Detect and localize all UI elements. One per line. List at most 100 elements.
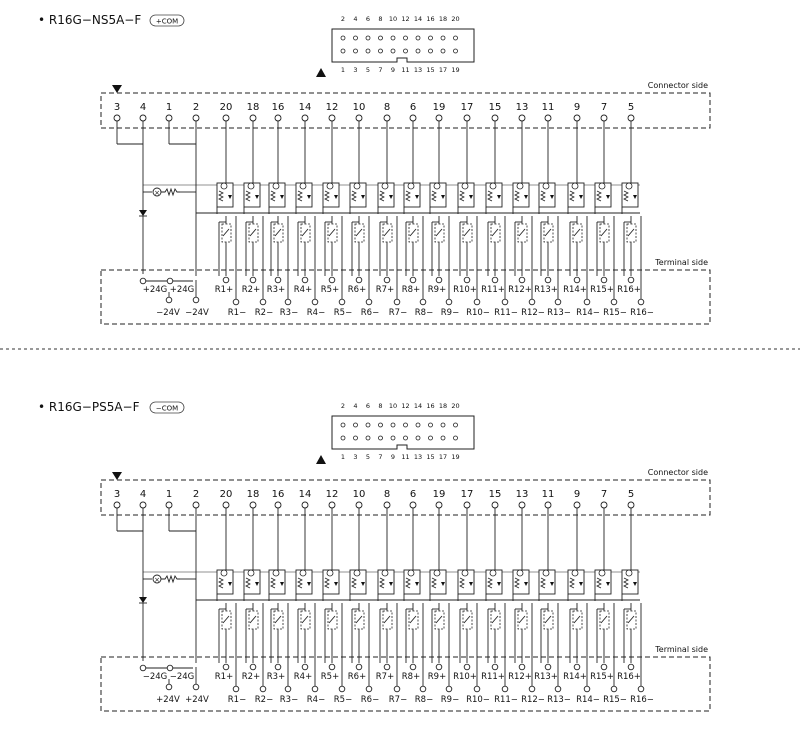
relay-plus-terminal [383,663,391,671]
relay-contact-icon [274,615,282,624]
coil-winding-icon [405,577,411,589]
relay-minus-terminal [554,298,562,306]
pin-label: 11 [542,489,555,500]
relay-minus-terminal [610,298,618,306]
relay-contact-icon [627,228,635,237]
relay-plus-terminal [518,276,526,284]
relay-led-icon [353,182,361,190]
relay-contact-icon [600,228,608,237]
connector-bottom-pin-number: 5 [366,66,370,74]
relay-plus-label: R15+ [590,672,614,682]
connector-side-box [100,479,711,516]
relay-channel: R9+R9− [428,508,459,705]
relay-led-icon [542,569,550,577]
relay-diode-icon [389,582,393,586]
power-terminal-label: +24G [170,285,195,295]
pin-label: 9 [574,102,580,113]
relay-minus-terminal [501,298,509,306]
relay-led-icon [489,569,497,577]
connector-top-pin-number: 2 [341,402,345,410]
pin-label: 18 [247,102,260,113]
coil-winding-icon [405,190,411,202]
relay-contact-icon [518,228,526,237]
relay-minus-label: R5− [334,695,352,705]
relay-diode-icon [524,195,528,199]
connector-terminal [600,501,608,509]
pin-label: 8 [384,489,390,500]
connector-pin [365,48,371,54]
coil-winding-icon [351,190,357,202]
relay-channel: R5+R5− [321,121,352,318]
connector-terminal [435,114,443,122]
connector-terminal [573,114,581,122]
diode-icon [139,210,147,216]
relay-led-icon [571,569,579,577]
relay-channel: R2+R2− [242,508,273,705]
relay-contact-icon [383,615,391,624]
relay-contact-icon [383,228,391,237]
coil-winding-icon [218,577,224,589]
relay-plus-label: R5+ [321,672,339,682]
relay-minus-label: R4− [307,308,325,318]
relay-plus-label: R8+ [402,285,420,295]
power-terminal [139,277,147,285]
pin1-marker-icon [316,455,326,464]
terminal-side-box [100,269,711,325]
relay-contact-box [273,610,284,630]
relay-contact-icon [463,615,471,624]
relay-minus-terminal [554,685,562,693]
power-wiring: × [116,508,640,663]
connector-pin [440,422,446,428]
relay-diode-icon [307,195,311,199]
relay-contact-box [572,223,583,243]
relay-contact-box [462,223,473,243]
coil-winding-icon [623,190,629,202]
connector-terminal [435,501,443,509]
relay-minus-label: R11− [494,695,518,705]
connector-outline [331,28,475,63]
connector-bottom-pin-number: 9 [391,66,395,74]
relay-channel: R14+R14− [563,121,600,318]
com-badge [149,401,185,414]
connector-pin [415,435,421,441]
connector-pin [428,48,433,54]
relay-minus-label: R2− [255,695,273,705]
relay-contact-box [408,223,419,243]
relay-channel: R4+R4− [294,508,325,705]
connector-bottom-pin-number: 13 [414,66,422,74]
connector-pin [340,422,346,428]
connector-top-pin-number: 20 [451,402,459,410]
relay-minus-terminal [637,298,645,306]
connector-pin [415,35,421,41]
relay-led-icon [407,569,415,577]
connector-terminal [222,114,230,122]
pin-label: 20 [220,489,233,500]
relay-led-icon [433,182,441,190]
connector-top-pin-number: 14 [414,15,422,23]
relay-contact-icon [301,615,309,624]
coil-winding-icon [297,577,303,589]
connector-terminal [249,501,257,509]
coil-winding-icon [245,577,251,589]
relay-plus-terminal [573,276,581,284]
pin-label: 13 [516,102,529,113]
connector-terminal [301,501,309,509]
relay-plus-label: R12+ [508,672,532,682]
relay-contact-box [517,223,528,243]
relay-plus-terminal [544,276,552,284]
pin-label: 15 [489,489,502,500]
relay-plus-terminal [627,276,635,284]
relay-minus-terminal [311,685,319,693]
connector-pin [378,35,383,41]
power-terminal-label: −24V [185,308,209,318]
relay-plus-terminal [463,276,471,284]
relay-led-icon [381,569,389,577]
relay-plus-terminal [600,663,608,671]
relay-minus-label: R14− [576,308,600,318]
connector-pin [453,48,458,54]
power-terminal-label: +24G [143,285,168,295]
connector-pin [390,35,396,41]
connector-terminal [274,501,282,509]
